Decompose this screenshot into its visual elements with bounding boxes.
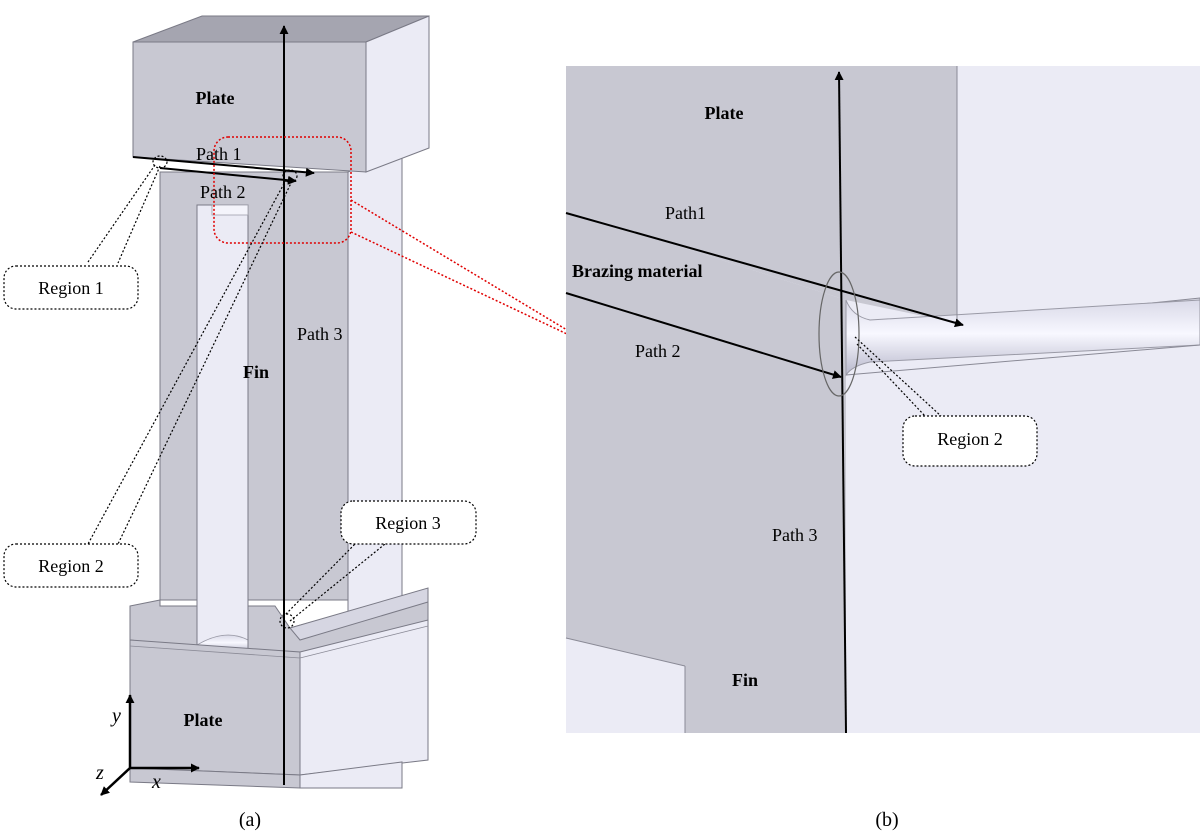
callout-region-1: Region 1	[3, 265, 139, 310]
zoom-path-2-arrow	[565, 292, 842, 379]
zoom-fin-label: Fin	[732, 670, 758, 690]
bottom-plate-ledge	[289, 587, 429, 641]
fin-label: Fin	[243, 362, 269, 382]
plate-top-label: Plate	[196, 88, 235, 108]
zoom-region-2-marker	[818, 271, 860, 397]
zoom-callout-region-2: Region 2	[902, 415, 1038, 467]
zoom-fin-face	[566, 210, 846, 733]
zoom-path-1-arrow	[565, 212, 964, 328]
zoom-path-1-label: Path1	[665, 203, 706, 223]
zoom-path-2-label: Path 2	[635, 341, 681, 361]
bottom-plate-side-face	[299, 619, 429, 776]
region-2-label: Region 2	[38, 556, 104, 576]
fin-slot	[196, 204, 249, 651]
axes-triad: y z x	[95, 694, 200, 796]
caption-a: (a)	[239, 809, 261, 831]
bottom-plate-front-face	[129, 639, 301, 776]
zoom-box	[213, 136, 352, 244]
plate-bottom-label: Plate	[184, 710, 223, 730]
callout-region-3: Region 3	[340, 500, 477, 545]
region-2-marker	[282, 169, 298, 183]
region-3-marker	[279, 613, 295, 629]
fin-slot-inner-wall	[211, 204, 249, 216]
top-plate-side-face	[365, 15, 430, 173]
zoom-plate-face	[566, 66, 957, 323]
zoom-region-2-label: Region 2	[937, 429, 1003, 449]
model-3d	[129, 15, 430, 789]
region-1-label: Region 1	[38, 278, 104, 298]
zoom-brazing-fillet	[845, 299, 1200, 377]
path-1-arrow	[132, 156, 315, 177]
zoom-plate-label: Plate	[705, 103, 744, 123]
zoom-brazing-label: Brazing material	[572, 261, 702, 281]
path-2-arrow	[159, 167, 297, 185]
axis-y-label: y	[110, 705, 121, 727]
axis-z-label: z	[95, 762, 104, 784]
panel-b: Region 2 Plate Path1 Brazing material Pa…	[565, 66, 1200, 831]
axis-x-label: x	[151, 771, 161, 793]
path-3-label: Path 3	[297, 324, 343, 344]
callout-region-2: Region 2	[3, 543, 139, 588]
path-2-label: Path 2	[200, 182, 246, 202]
panel-a: Region 1 Region 2 Region 3 Plate Plate F…	[3, 15, 568, 831]
top-plate-front-face	[132, 41, 367, 173]
caption-b: (b)	[875, 809, 898, 831]
zoom-path-3-arrow	[834, 71, 847, 734]
path-1-label: Path 1	[196, 144, 242, 164]
region-3-label: Region 3	[375, 513, 441, 533]
zoom-path-3-label: Path 3	[772, 525, 818, 545]
fin-front-face	[159, 171, 349, 601]
region-1-marker	[152, 155, 168, 169]
